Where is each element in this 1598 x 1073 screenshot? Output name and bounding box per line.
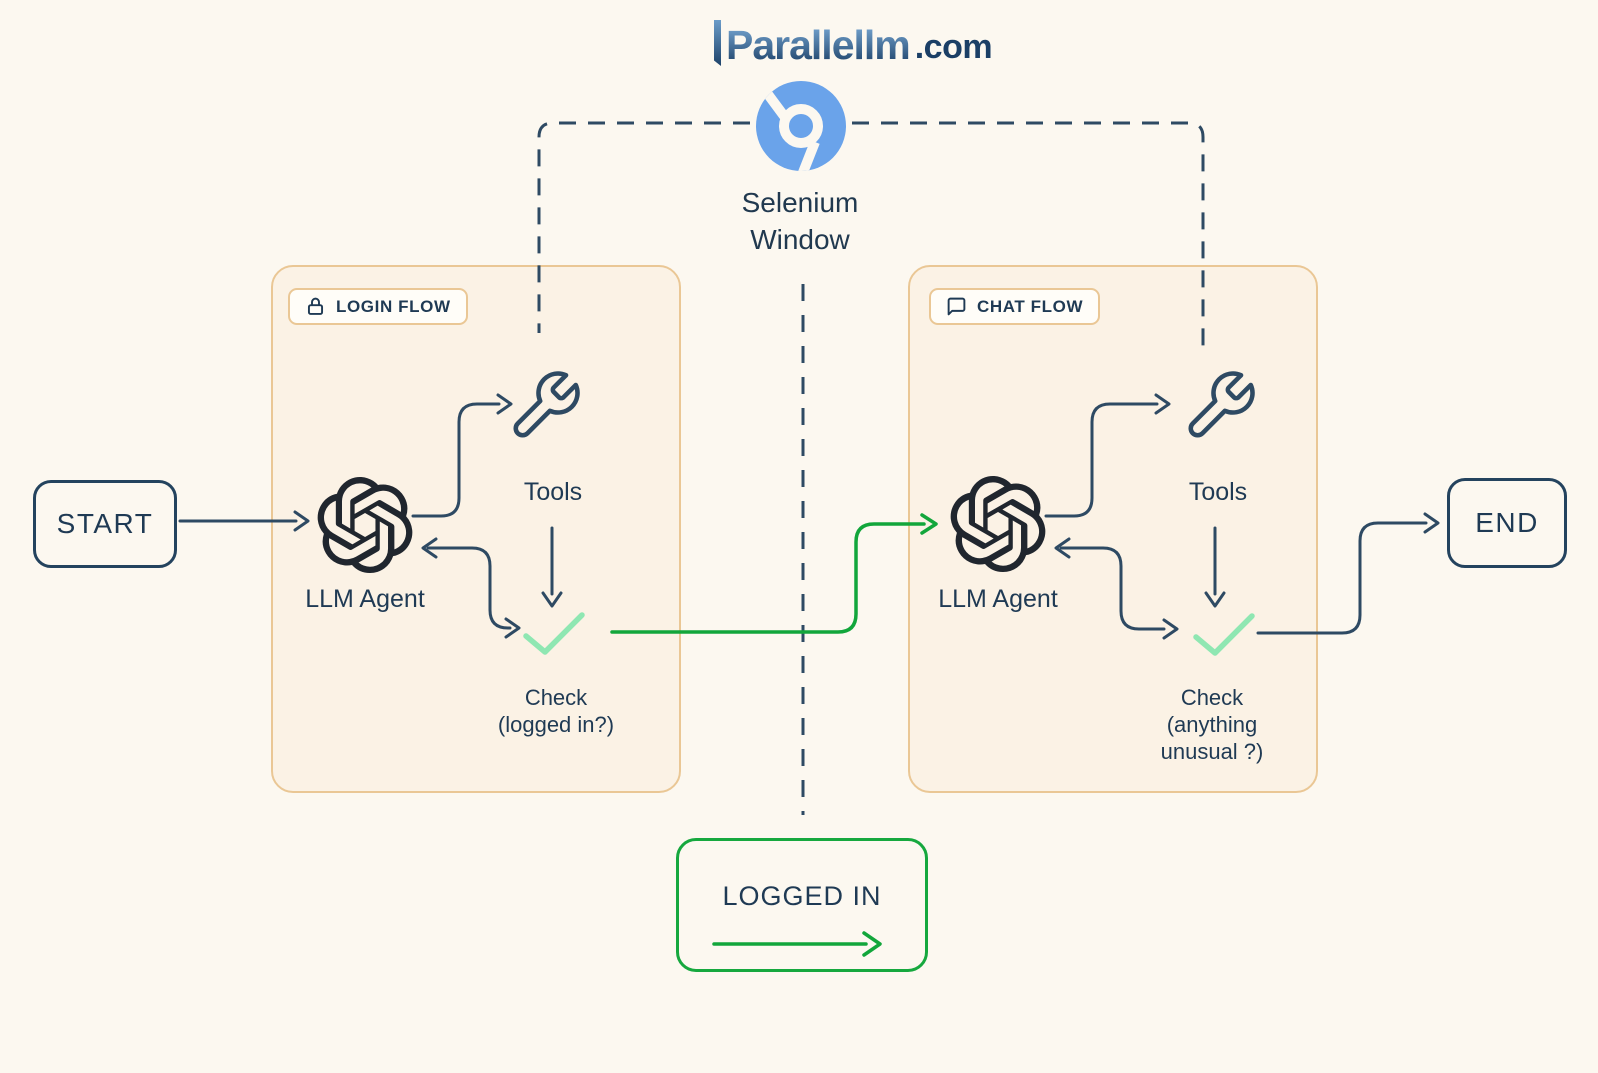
end-label: END (1475, 507, 1539, 538)
chat-agent-label: LLM Agent (938, 585, 1058, 613)
login-flow-badge-label: LOGIN FLOW (336, 296, 451, 316)
logged-in-label: LOGGED IN (722, 881, 882, 911)
start-label: START (56, 508, 154, 539)
site-logo: Parallellm .com (714, 20, 993, 68)
end-node: END (1447, 478, 1567, 568)
start-node: START (33, 480, 177, 568)
login-agent-openai-icon (317, 477, 413, 573)
login-tools-label: Tools (523, 478, 583, 506)
brand-tld: .com (914, 27, 993, 66)
lock-icon (307, 297, 324, 315)
arrowhead-check-to-end (1423, 512, 1440, 534)
selenium-window-label: Selenium Window (741, 187, 859, 255)
selenium-chrome-icon (756, 81, 846, 171)
chat-flow-badge: CHAT FLOW (929, 288, 1101, 325)
login-agent-label: LLM Agent (305, 585, 425, 613)
chat-check-icon (1193, 613, 1255, 656)
chat-tools-wrench-icon (1188, 371, 1255, 438)
login-flow-badge: LOGIN FLOW (288, 288, 468, 325)
chat-agent-openai-icon (950, 476, 1046, 572)
chat-bubble-icon (947, 297, 966, 316)
chat-check-label: Check (anything unusual ?) (1160, 685, 1264, 764)
login-check-icon (523, 612, 585, 655)
login-tools-wrench-icon (513, 371, 580, 438)
logo-bar-glyph (714, 20, 721, 66)
chat-tools-label: Tools (1188, 478, 1248, 506)
chat-flow-badge-label: CHAT FLOW (977, 296, 1084, 316)
brand-name: Parallellm (726, 22, 911, 68)
login-check-label: Check (logged in?) (497, 685, 615, 737)
logged-in-box: LOGGED IN (676, 838, 928, 972)
